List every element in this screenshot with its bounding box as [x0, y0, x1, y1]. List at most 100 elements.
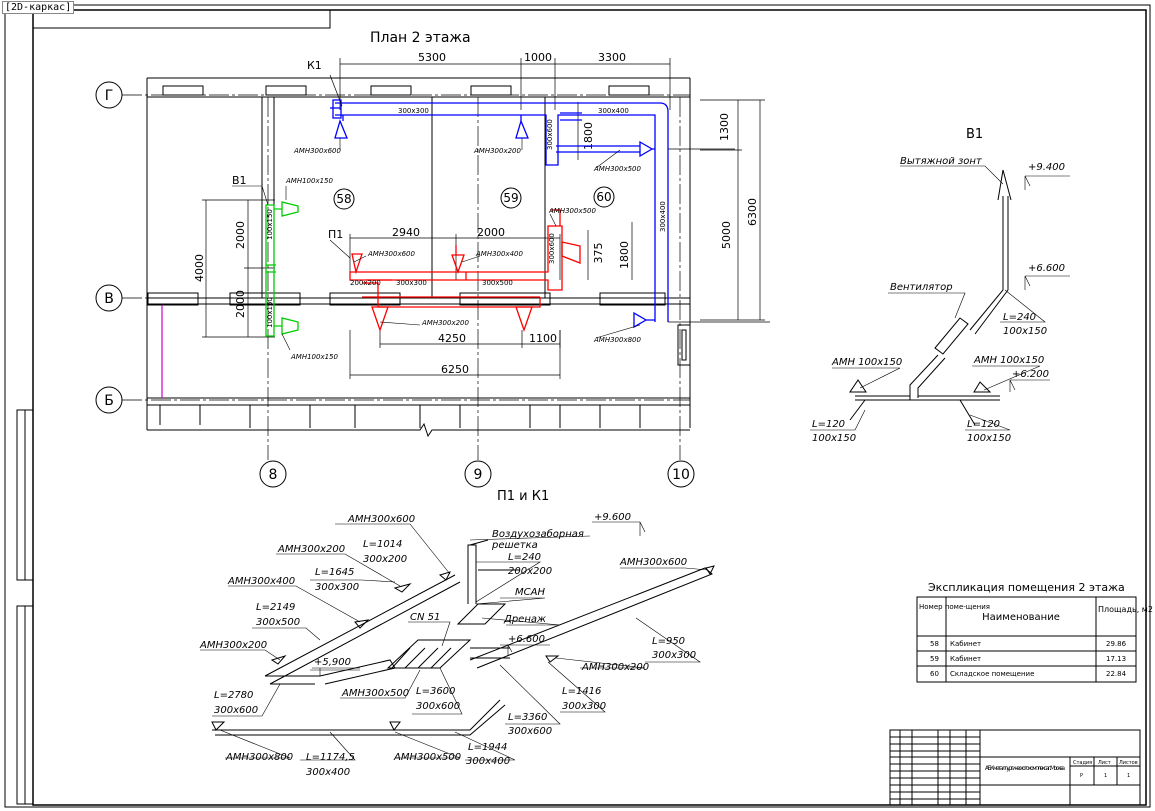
dim-2000-bottom: 2000: [234, 290, 247, 318]
b1-label-l240: L=240: [1003, 312, 1036, 323]
title-block: АБК металлургического комплекса г. Москв…: [889, 729, 1141, 806]
dim-1800-top: 1800: [582, 122, 595, 150]
explication-title: Экспликация помещения 2 этажа: [928, 581, 1125, 594]
duct-size-300x600-k1: 300x600: [546, 119, 554, 150]
explication-row-name: Кабинет: [950, 655, 981, 663]
b1-title: В1: [966, 127, 983, 142]
grille-label-amn300x200-p1: АМН300x200: [421, 319, 470, 327]
room-number-58: 58: [336, 192, 351, 206]
p1k1-label-l2780: L=2780: [214, 690, 253, 701]
tag-k1: К1: [307, 59, 322, 72]
explication-header-number: Номер поме-щения: [919, 603, 990, 611]
explication-row-area: 29.86: [1106, 640, 1127, 648]
p1k1-label-grille: решетка: [491, 540, 538, 551]
axis-label-b: Б: [104, 393, 114, 409]
grille-label-amn100x150-top: АМН100x150: [285, 177, 334, 185]
p1-k1-axonometric: П1 и К1: [199, 489, 715, 778]
stamp-value-sheets: 1: [1127, 773, 1130, 779]
viewport-label[interactable]: [2D-каркас]: [2, 1, 75, 14]
duct-size-100x150-bottom: 100x150: [266, 297, 274, 328]
b1-label-6600: +6.600: [1028, 263, 1065, 274]
b1-label-fan: Вентилятор: [890, 282, 953, 293]
p1k1-label-l1014: L=1014: [363, 539, 402, 550]
duct-size-100x150-top: 100x150: [266, 209, 274, 240]
dim-6300: 6300: [746, 198, 759, 226]
dim-1300: 1300: [718, 113, 731, 141]
room-number-59: 59: [503, 191, 518, 205]
explication-row-number: 58: [930, 640, 939, 648]
p1k1-label-300x300-a: 300x300: [315, 582, 359, 593]
p1k1-label-amn300x200-top: АМН300x200: [277, 544, 345, 555]
dim-1100: 1100: [529, 332, 557, 345]
duct-size-300x500-p1: 300x500: [482, 279, 513, 287]
grille-label-amn300x200-k1: АМН300x200: [473, 147, 522, 155]
grille-label-amn300x500-p1: АМН300x500: [548, 207, 597, 215]
b1-label-l120-right: L=120: [967, 419, 1000, 430]
b1-label-l120-left: L=120: [812, 419, 845, 430]
p1k1-label-amn300x500-mid: АМН300x500: [341, 688, 409, 699]
p1k1-label-l2149: L=2149: [256, 602, 295, 613]
p1k1-label-l950: L=950: [652, 636, 685, 647]
stamp-project-name: АБК металлургического комплекса г. Москв…: [985, 765, 1065, 772]
p1k1-label-300x200: 300x200: [363, 554, 407, 565]
p1k1-label-300x600-c: 300x600: [508, 726, 552, 737]
p1k1-label-l3600: L=3600: [416, 686, 455, 697]
duct-size-300x600-p1: 300x600: [548, 233, 556, 264]
p1k1-label-intake: Воздухозаборная: [492, 528, 584, 540]
dim-1800-right: 1800: [618, 241, 631, 269]
duct-size-300x400-riser: 300x400: [659, 201, 667, 232]
b1-label-9400: +9.400: [1028, 162, 1065, 173]
floor-plan: План 2 этажа: [95, 30, 770, 488]
dim-3300: 3300: [598, 51, 626, 64]
dim-2000-top: 2000: [234, 221, 247, 249]
explication-row-number: 60: [930, 670, 939, 678]
axis-label-9: 9: [474, 467, 483, 483]
p1k1-label-l1944: L=1944: [468, 742, 507, 753]
b1-label-6200: +6.200: [1012, 369, 1049, 380]
dim-4000: 4000: [193, 254, 206, 282]
grille-label-amn300x600-p1: АМН300x600: [367, 250, 416, 258]
dim-1000: 1000: [524, 51, 552, 64]
duct-size-300x300-k1: 300x300: [398, 107, 429, 115]
p1k1-label-300x500: 300x500: [256, 617, 300, 628]
b1-axonometric: В1 Вытяжной зонт +9.400 +6.600 Вентилят: [810, 127, 1070, 444]
p1k1-label-200x200: 200x200: [508, 566, 552, 577]
p1k1-label-300x600-b: 300x600: [416, 701, 460, 712]
p1k1-label-300x400-a: 300x400: [306, 767, 350, 778]
p1k1-label-l11745: L=1174,5: [306, 752, 355, 763]
stamp-value-stage: Р: [1080, 773, 1083, 779]
p1k1-label-amn300x200-left: АМН300x200: [199, 640, 267, 651]
dim-5000: 5000: [720, 221, 733, 249]
grille-label-amn300x600-k1: АМН300x600: [293, 147, 342, 155]
b1-label-amn-right: АМН 100x150: [973, 355, 1044, 366]
dim-2940: 2940: [392, 226, 420, 239]
explication-row-number: 59: [930, 655, 939, 663]
p1k1-label-amn300x400: АМН300x400: [227, 576, 295, 587]
p1k1-label-amn300x500-bottom: АМН300x500: [393, 752, 461, 763]
explication-row-area: 22.84: [1106, 670, 1127, 678]
p1k1-label-300x300-k1: 300x300: [652, 650, 696, 661]
b1-label-hood: Вытяжной зонт: [900, 156, 983, 167]
b1-label-100x150-right: 100x150: [967, 433, 1011, 444]
plan-title: План 2 этажа: [370, 30, 471, 46]
p1k1-label-9600: +9.600: [594, 512, 631, 523]
duct-p1: [349, 209, 581, 332]
tag-p1: П1: [328, 228, 343, 241]
duct-size-300x400-k1: 300x400: [598, 107, 629, 115]
tag-b1: В1: [232, 174, 247, 187]
dim-4250: 4250: [438, 332, 466, 345]
axis-label-10: 10: [672, 467, 690, 483]
grille-label-amn300x800-k1: АМН300x800: [593, 336, 642, 344]
p1k1-label-l1645: L=1645: [315, 567, 354, 578]
p1k1-label-300x600-a: 300x600: [214, 705, 258, 716]
duct-b1: [265, 201, 299, 337]
p1k1-label-amn300x600-top: АМН300x600: [347, 514, 415, 525]
explication-header-area: Площадь, м2: [1098, 605, 1153, 614]
grille-label-amn300x400-p1: АМН300x400: [475, 250, 524, 258]
duct-size-300x300-p1: 300x300: [396, 279, 427, 287]
p1k1-label-drain: Дренаж: [503, 614, 546, 625]
p1k1-label-cn51: CN 51: [410, 612, 440, 623]
explication-row-name: Складское помещение: [950, 670, 1034, 678]
duct-k1: [330, 99, 669, 329]
